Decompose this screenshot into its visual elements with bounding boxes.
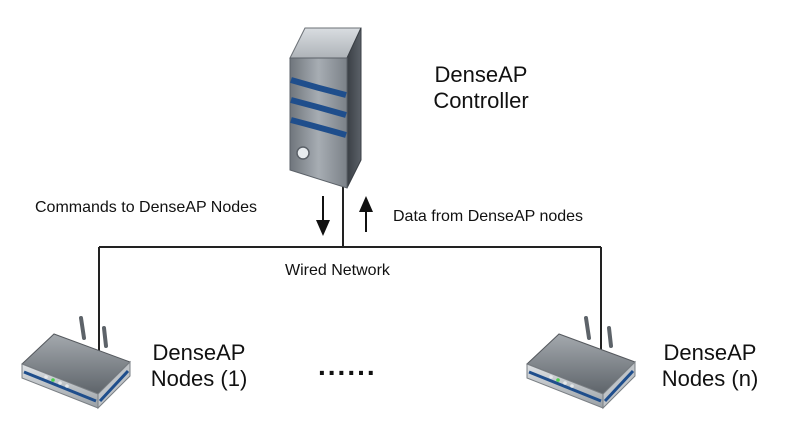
node-n-label: DenseAP Nodes (n) [645, 340, 775, 392]
controller-label-line2: Controller [433, 88, 529, 113]
server-tower-icon [289, 27, 362, 189]
data-label: Data from DenseAP nodes [393, 208, 584, 225]
command-arrow [316, 196, 330, 236]
nodes-ellipsis: ...... [318, 350, 377, 381]
server-stripe-2 [290, 97, 347, 118]
controller-label: DenseAP Controller [412, 62, 550, 114]
server-stripe-3 [290, 117, 347, 138]
node-1-label-line1: DenseAP [152, 340, 246, 365]
controller-label-line1: DenseAP [434, 62, 528, 87]
data-arrow [359, 196, 373, 232]
router-icon-node-n [526, 316, 636, 410]
wired-network-lines [98, 178, 602, 352]
router-icon-node-1 [21, 316, 131, 410]
server-power-light [296, 146, 310, 160]
server-stripe-1 [290, 77, 347, 98]
node-n-label-line2: Nodes (n) [661, 366, 759, 391]
node-n-label-line1: DenseAP [663, 340, 757, 365]
node-1-label: DenseAP Nodes (1) [134, 340, 264, 392]
wired-network-label: Wired Network [285, 262, 390, 279]
commands-label: Commands to DenseAP Nodes [35, 199, 258, 216]
node-1-label-line2: Nodes (1) [150, 366, 248, 391]
